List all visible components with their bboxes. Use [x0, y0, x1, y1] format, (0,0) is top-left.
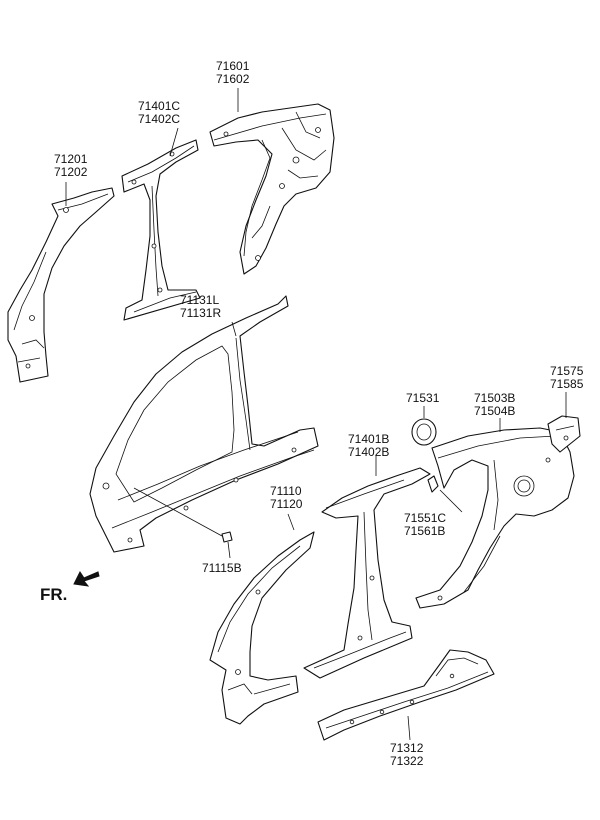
- callout-71601-line2: 71602: [216, 72, 250, 86]
- callout-71401c-line1: 71401C: [138, 99, 180, 113]
- part-quarter-inner-panel: [209, 103, 335, 275]
- callout-71115b: 71115B: [202, 561, 242, 575]
- part-small-clip: [427, 475, 439, 493]
- callout-71503b: 71503B 71504B: [474, 391, 515, 418]
- part-clip-71115b: [221, 531, 233, 543]
- leader-lines: [65, 88, 567, 741]
- callout-71312: 71312 71322: [390, 741, 424, 768]
- callout-71401b-line2: 71402B: [348, 445, 389, 459]
- callout-71115b-line1: 71115B: [202, 561, 242, 575]
- callout-71531: 71531: [406, 391, 440, 405]
- part-side-outer-panel: [89, 295, 319, 553]
- callout-71312-line1: 71312: [390, 741, 424, 755]
- part-quarter-bracket: [547, 415, 581, 453]
- callout-71312-line2: 71322: [390, 754, 424, 768]
- callout-71110: 71110 71120: [270, 484, 303, 511]
- callout-71551c: 71551C 71561B: [404, 511, 446, 538]
- callout-71503b-line1: 71503B: [474, 391, 515, 405]
- callout-71201: 71201 71202: [54, 152, 88, 179]
- callout-71531-line1: 71531: [406, 391, 440, 405]
- callout-71201-line1: 71201: [54, 152, 88, 166]
- callout-71601-line1: 71601: [216, 59, 250, 73]
- callout-71201-line2: 71202: [54, 165, 88, 179]
- callout-71131-line2: 71131R: [180, 306, 221, 320]
- callout-71575-line2: 71585: [550, 377, 584, 391]
- part-front-pillar-outer: [209, 531, 315, 725]
- callout-71131-line1: 71131L: [180, 293, 219, 307]
- part-inner-front-pillar: [7, 187, 115, 383]
- part-fuel-filler-cap: [411, 418, 437, 446]
- callout-71601: 71601 71602: [216, 59, 250, 86]
- part-side-sill: [317, 649, 495, 741]
- front-direction-arrow-icon: [73, 571, 100, 587]
- callout-71131: 71131L 71131R: [180, 293, 221, 320]
- callout-71401c: 71401C 71402C: [138, 99, 180, 126]
- callout-71401b: 71401B 71402B: [348, 432, 389, 459]
- callout-71110-line1: 71110: [270, 484, 302, 498]
- callout-71575-line1: 71575: [550, 364, 584, 378]
- front-direction-indicator: FR.: [40, 571, 100, 604]
- callout-71503b-line2: 71504B: [474, 404, 515, 418]
- callout-71401c-line2: 71402C: [138, 112, 180, 126]
- part-inner-center-pillar: [121, 139, 201, 321]
- callout-71575: 71575 71585: [550, 364, 584, 391]
- part-center-pillar-outer: [303, 467, 431, 679]
- callout-71401b-line1: 71401B: [348, 432, 389, 446]
- callout-71110-line2: 71120: [270, 497, 303, 511]
- callout-71551c-line2: 71561B: [404, 524, 445, 538]
- front-direction-label: FR.: [40, 585, 67, 604]
- callout-71551c-line1: 71551C: [404, 511, 446, 525]
